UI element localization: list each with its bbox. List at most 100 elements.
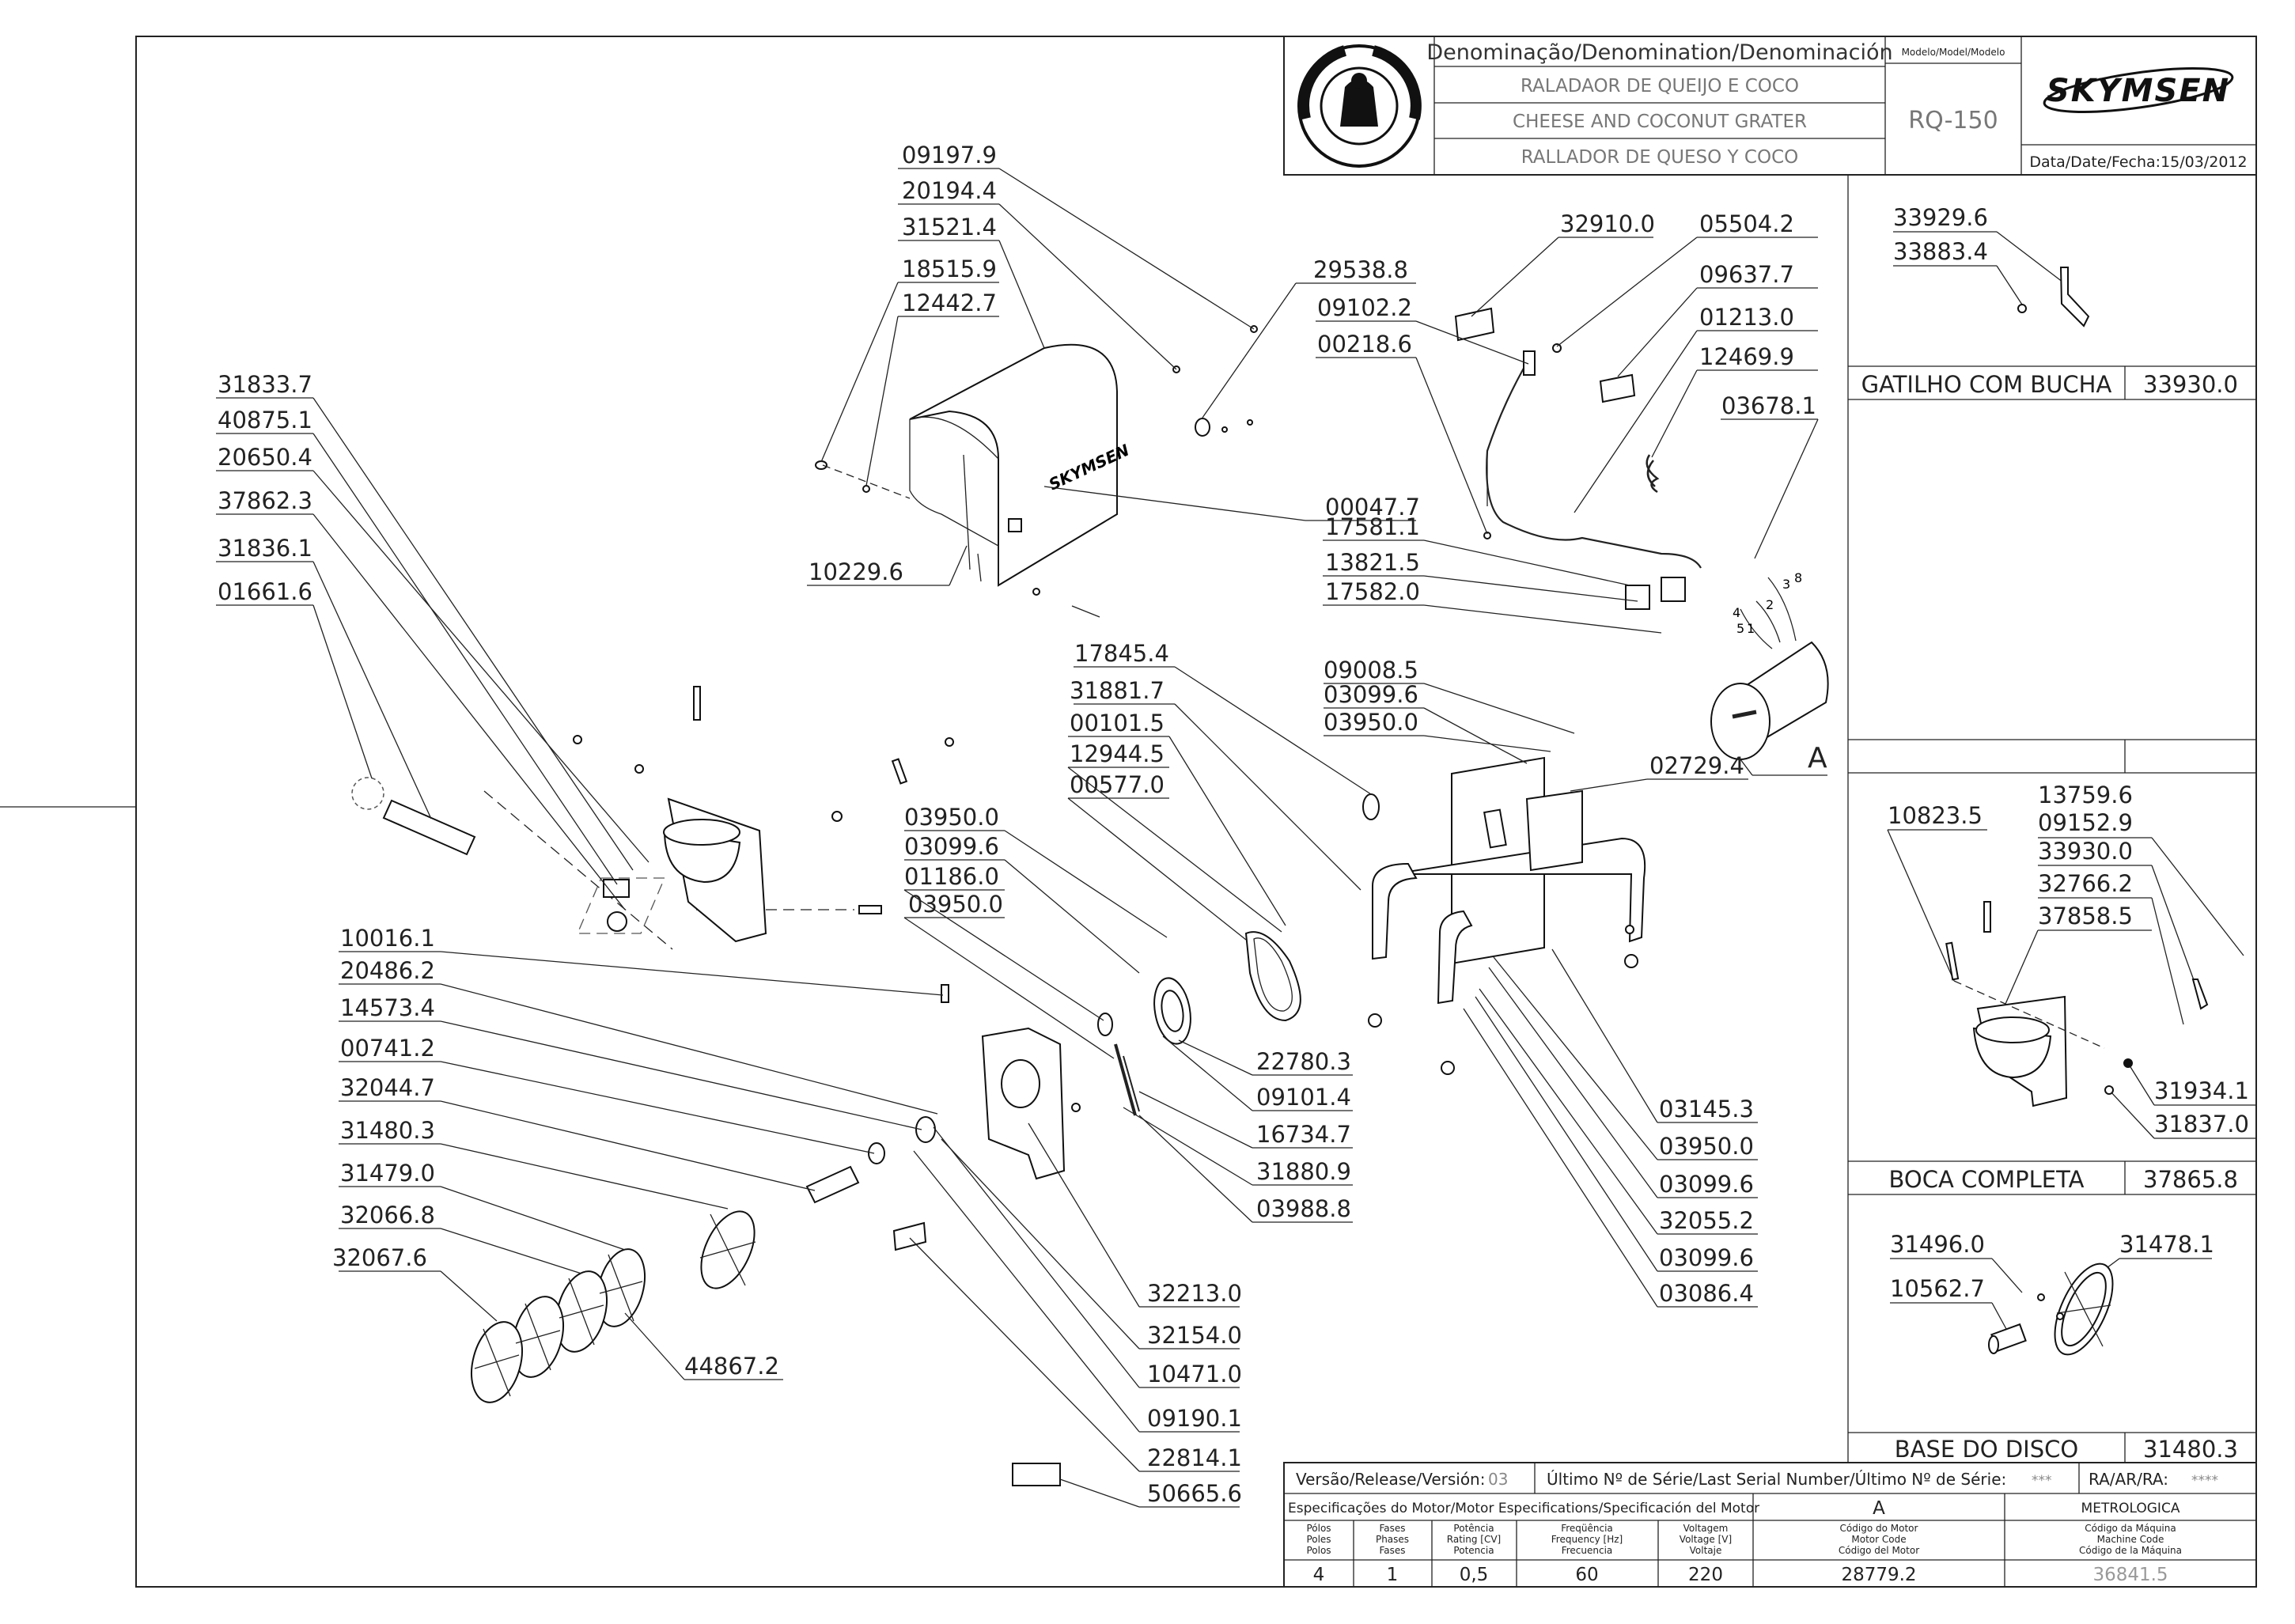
callout-40875-1: 40875.1 (218, 407, 312, 433)
leader-lines (216, 168, 1827, 1508)
spec-col-frequency: Freqüência Frequency [Hz] Frecuencia 60 (1551, 1523, 1623, 1585)
svg-text:Machine Code: Machine Code (2097, 1534, 2164, 1545)
name-en: CHEESE AND COCONUT GRATER (1513, 112, 1807, 132)
warning-label (1012, 1463, 1061, 1486)
callout-03950-0-d: 03950.0 (1659, 1133, 1754, 1160)
svg-text:4: 4 (1733, 605, 1740, 620)
serial-value: *** (2032, 1473, 2052, 1489)
motor: 1 2 3 4 5 8 (1710, 570, 1829, 760)
authorized-service-seal (1297, 44, 1422, 168)
svg-text:Voltagem: Voltagem (1683, 1523, 1729, 1534)
disc-base-title: BASE DO DISCO (1895, 1436, 2078, 1463)
callout-09101-4: 09101.4 (1256, 1084, 1351, 1111)
svg-text:5: 5 (1736, 621, 1744, 636)
motor-spec-table: Versão/Release/Versión: 03 Último Nº de … (1283, 1462, 2257, 1588)
model-header: Modelo/Model/Modelo (1902, 47, 2005, 58)
svg-text:1: 1 (1747, 621, 1755, 636)
callout-03950-0-b: 03950.0 (904, 804, 999, 831)
svg-text:Polos: Polos (1306, 1545, 1331, 1556)
callout-37862-3: 37862.3 (218, 487, 312, 514)
callout-03950-0-a: 03950.0 (1324, 709, 1418, 736)
motor-letter: A (1873, 1498, 1885, 1519)
callout-12469-9: 12469.9 (1699, 343, 1794, 370)
svg-text:31496.0: 31496.0 (1890, 1231, 1985, 1258)
spec-col-machine-code: Código da Máquina Machine Code Código de… (2079, 1523, 2182, 1585)
denomination-header: Denominação/Denomination/Denominación (1426, 40, 1892, 65)
svg-text:2: 2 (1766, 597, 1774, 612)
title-block: Denominação/Denomination/Denominación RA… (1283, 36, 2257, 176)
callout-29538-8: 29538.8 (1313, 256, 1408, 283)
top-cover: SKYMSEN (909, 343, 1132, 587)
svg-text:32766.2: 32766.2 (2038, 870, 2133, 897)
svg-text:31837.0: 31837.0 (2154, 1111, 2249, 1138)
callout-03678-1: 03678.1 (1721, 392, 1816, 419)
callout-22814-1: 22814.1 (1147, 1444, 1242, 1471)
callout-09190-1: 09190.1 (1147, 1405, 1242, 1432)
callout-05504-2: 05504.2 (1699, 210, 1794, 237)
spec-col-rating: Potência Rating [CV] Potencia 0,5 (1447, 1523, 1501, 1585)
ra-value: **** (2191, 1473, 2218, 1489)
svg-text:Código da Máquina: Código da Máquina (2085, 1523, 2176, 1534)
callout-03086-4: 03086.4 (1659, 1280, 1754, 1307)
drawing-frame (135, 36, 2257, 1588)
callout-22780-3: 22780.3 (1256, 1048, 1351, 1075)
mouth-title: BOCA COMPLETA (1889, 1166, 2085, 1193)
callout-31881-7: 31881.7 (1070, 677, 1165, 704)
callout-02729-4: 02729.4 (1649, 752, 1744, 779)
mouth-detail-callouts: 10823.5 13759.6 09152.9 33930.0 32766.2 … (1888, 782, 2249, 1138)
trigger-part (2059, 267, 2090, 327)
svg-text:Fases: Fases (1379, 1545, 1405, 1556)
callout-03099-6-c: 03099.6 (1659, 1171, 1754, 1198)
svg-text:Fases: Fases (1379, 1523, 1405, 1534)
serial-label: Último Nº de Série/Last Serial Number/Úl… (1547, 1470, 2006, 1489)
svg-text:Poles: Poles (1306, 1534, 1331, 1545)
callout-32910-0: 32910.0 (1560, 210, 1655, 237)
callout-32154-0: 32154.0 (1147, 1322, 1242, 1349)
ra-label: RA/AR/RA: (2089, 1470, 2168, 1489)
svg-text:Rating [CV]: Rating [CV] (1447, 1534, 1501, 1545)
callout-00577-0: 00577.0 (1070, 771, 1165, 798)
callout-31521-4: 31521.4 (902, 214, 997, 240)
callout-17845-4: 17845.4 (1074, 640, 1169, 667)
callout-33883-4: 33883.4 (1893, 238, 1988, 265)
callout-14573-4: 14573.4 (340, 994, 435, 1021)
callout-00101-5: 00101.5 (1070, 710, 1165, 736)
callout-31880-9: 31880.9 (1256, 1158, 1351, 1185)
svg-text:Código de la Máquina: Código de la Máquina (2079, 1545, 2182, 1556)
callout-01213-0: 01213.0 (1699, 304, 1794, 331)
callout-18515-9: 18515.9 (902, 256, 997, 282)
callout-16734-7: 16734.7 (1256, 1121, 1351, 1148)
callout-32067-6: 32067.6 (332, 1244, 427, 1271)
callout-09102-2: 09102.2 (1317, 294, 1412, 321)
base-frame (1368, 756, 1646, 1075)
callout-09197-9: 09197.9 (902, 142, 997, 168)
name-es: RALLADOR DE QUESO Y COCO (1521, 147, 1799, 168)
disc-base-code: 31480.3 (2143, 1436, 2238, 1463)
callout-17582-0: 17582.0 (1325, 578, 1420, 605)
callout-31836-1: 31836.1 (218, 535, 312, 562)
release-label: Versão/Release/Versión: (1296, 1470, 1485, 1489)
callout-03099-6-a: 03099.6 (1324, 681, 1418, 708)
svg-text:Phases: Phases (1376, 1534, 1409, 1545)
svg-text:8: 8 (1794, 570, 1802, 585)
svg-text:37858.5: 37858.5 (2038, 903, 2133, 929)
svg-text:Voltaje: Voltaje (1690, 1545, 1722, 1556)
svg-text:Freqüência: Freqüência (1561, 1523, 1613, 1534)
mouth-code: 37865.8 (2143, 1166, 2238, 1193)
spec-col-phases: Fases Phases Fases 1 (1376, 1523, 1409, 1585)
svg-text:33930.0: 33930.0 (2038, 838, 2133, 865)
spec-col-poles: Pólos Poles Polos 4 (1306, 1523, 1331, 1585)
callout-10229-6: 10229.6 (809, 558, 903, 585)
callout-01661-6: 01661.6 (218, 578, 312, 605)
release-value: 03 (1488, 1470, 1508, 1489)
disc-base-part (1988, 1262, 2114, 1356)
svg-text:10823.5: 10823.5 (1888, 802, 1983, 829)
model-code: RQ-150 (1908, 107, 1998, 134)
callout-09008-5: 09008.5 (1324, 657, 1418, 683)
svg-text:13759.6: 13759.6 (2038, 782, 2133, 808)
svg-text:31478.1: 31478.1 (2119, 1231, 2214, 1258)
callout-20194-4: 20194.4 (902, 177, 997, 204)
svg-text:4: 4 (1313, 1565, 1325, 1585)
callout-31833-7: 31833.7 (218, 371, 312, 398)
